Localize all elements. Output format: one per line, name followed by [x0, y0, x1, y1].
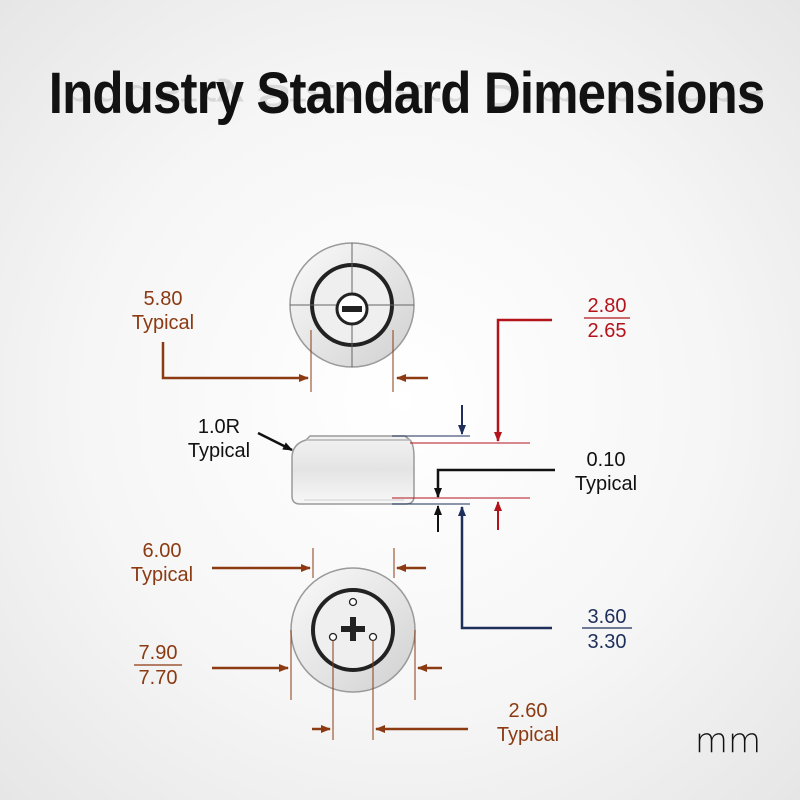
inner-dia-value: 6.00	[143, 540, 182, 562]
radius-note: Typical	[188, 440, 250, 462]
height-leader	[494, 318, 552, 442]
body-height-max: 3.60	[588, 606, 627, 628]
top-dia-note: Typical	[132, 312, 194, 334]
inner-dia-note: Typical	[131, 564, 193, 586]
body-height-min: 3.30	[588, 631, 627, 653]
outer-dia-max: 7.90	[139, 642, 178, 664]
minus-icon	[335, 292, 369, 326]
height-max: 2.80	[588, 295, 627, 317]
title-container: Industry Standard Dimensions	[0, 60, 800, 127]
plus-icon	[341, 617, 365, 641]
body-height-leader	[458, 506, 552, 630]
height-min: 2.65	[588, 320, 627, 342]
pin-spacing-value: 2.60	[509, 700, 548, 722]
page-title: Industry Standard Dimensions	[48, 61, 765, 126]
side-view	[257, 318, 555, 630]
pin-hole-right	[368, 632, 378, 642]
pin-hole-top	[348, 597, 358, 607]
outer-dia-min: 7.70	[139, 667, 178, 689]
pin-spacing-note: Typical	[497, 724, 559, 746]
radius-value: 1.0R	[198, 416, 240, 438]
top-view	[161, 242, 428, 392]
gap-leader	[434, 468, 555, 498]
gap-note: Typical	[575, 473, 637, 495]
pin-hole-left	[328, 632, 338, 642]
top-dia-value: 5.80	[144, 288, 183, 310]
bottom-view	[212, 548, 468, 740]
top-dia-leader	[161, 342, 309, 382]
cell-body	[291, 435, 415, 505]
unit-label: mm	[695, 721, 761, 761]
gap-value: 0.10	[587, 449, 626, 471]
radius-leader	[257, 431, 293, 452]
